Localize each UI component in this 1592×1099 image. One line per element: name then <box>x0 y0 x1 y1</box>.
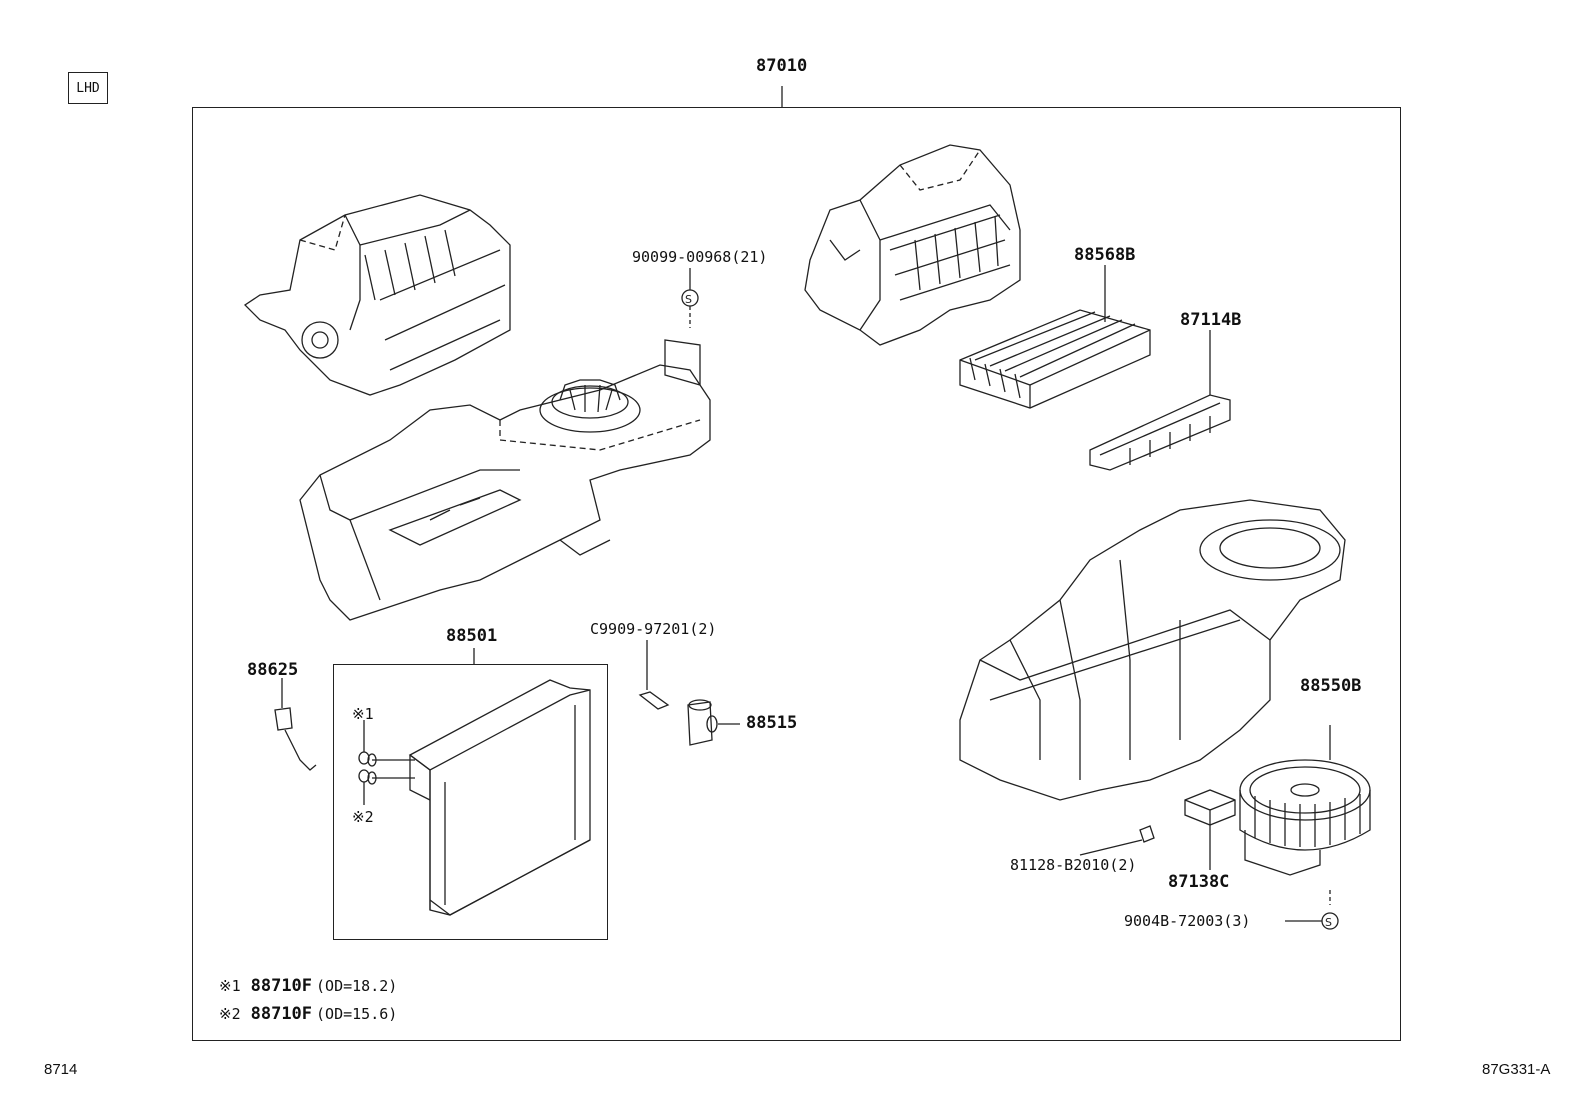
label-88625: 88625 <box>247 660 299 680</box>
label-87138C: 87138C <box>1168 872 1230 892</box>
footer-left-code: 8714 <box>44 1061 78 1078</box>
lhd-tag: LHD <box>68 72 108 104</box>
expansion-valve <box>638 640 740 746</box>
note-1: ※1 88710F(OD=18.2) <box>219 976 397 996</box>
marker-1: ※1 <box>352 705 374 723</box>
label-88550B: 88550B <box>1300 676 1362 696</box>
label-9004B-72003: 9004B-72003(3) <box>1124 912 1251 930</box>
note-1-spec: (OD=18.2) <box>316 977 398 995</box>
svg-text:S: S <box>685 293 692 306</box>
label-88568B: 88568B <box>1074 245 1136 265</box>
upper-case-left <box>243 194 511 396</box>
label-88501: 88501 <box>446 626 498 646</box>
svg-text:S: S <box>1325 916 1332 929</box>
lower-case-left <box>299 339 711 621</box>
screw-9004B: S <box>1285 890 1339 930</box>
label-81128-B2010: 81128-B2010(2) <box>1010 856 1137 874</box>
label-88515: 88515 <box>746 713 798 733</box>
air-filter <box>959 309 1151 409</box>
blower-resistor <box>1184 789 1236 870</box>
label-90099-00968: 90099-00968(21) <box>632 248 768 266</box>
note-1-marker: ※1 <box>219 977 241 995</box>
note-2-marker: ※2 <box>219 1005 241 1023</box>
evaporator <box>358 648 591 916</box>
filter-cover <box>1089 394 1231 471</box>
label-87114B: 87114B <box>1180 310 1242 330</box>
blower-housing <box>959 499 1346 801</box>
marker-2: ※2 <box>352 808 374 826</box>
label-C9909-97201: C9909-97201(2) <box>590 620 717 638</box>
screw-90099: S <box>681 268 699 328</box>
note-2: ※2 88710F(OD=15.6) <box>219 1004 397 1024</box>
blower-motor <box>1239 725 1371 876</box>
evaporator-frame <box>333 664 608 940</box>
footer-right-code: 87G331-A <box>1482 1061 1551 1078</box>
thermistor-sensor <box>274 678 317 771</box>
note-2-part: 88710F <box>250 1004 313 1024</box>
note-2-spec: (OD=15.6) <box>316 1005 398 1023</box>
note-1-part: 88710F <box>250 976 313 996</box>
upper-case-right <box>804 144 1021 346</box>
label-87010: 87010 <box>756 56 808 76</box>
assembly-frame <box>192 107 1401 1041</box>
screw-81128 <box>1079 825 1155 856</box>
